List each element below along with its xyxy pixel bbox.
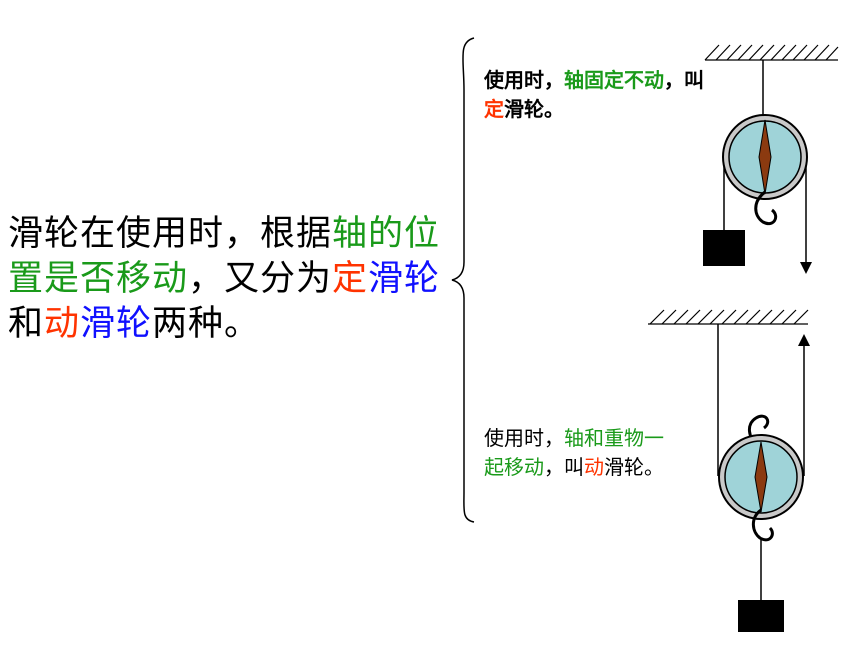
main-text-end: 两种。 [152, 304, 261, 344]
fixed-ceiling [704, 44, 839, 61]
movable-weight [738, 600, 784, 632]
movable-note-c: ，叫 [544, 455, 584, 479]
fixed-note-axis: 轴固定不动 [564, 68, 664, 92]
fixed-pulley-note: 使用时，轴固定不动，叫定滑轮。 [484, 66, 704, 124]
fixed-note-c: ，叫 [664, 68, 704, 92]
movable-note-movable: 动 [584, 455, 604, 479]
main-text-and: 和 [8, 304, 45, 344]
movable-pulley [717, 324, 810, 632]
movable-note-a: 使用时， [484, 426, 564, 450]
main-text-axis-phrase: 轴的位置是否移动 [8, 214, 441, 299]
movable-note-e: 滑轮。 [604, 455, 664, 479]
main-text-fixed: 定 [332, 259, 369, 299]
curly-brace [451, 37, 475, 523]
movable-ceiling [648, 309, 809, 325]
main-text-part3: ，又分为 [188, 259, 333, 299]
fixed-weight [703, 230, 745, 266]
main-text-part1: 滑轮在使用时，根据 [8, 214, 333, 254]
movable-pulley-note: 使用时，轴和重物一起移动，叫动滑轮。 [484, 424, 679, 482]
fixed-note-fixed: 定 [484, 97, 504, 121]
main-statement: 滑轮在使用时，根据轴的位置是否移动，又分为定滑轮和动滑轮两种。 [8, 212, 448, 347]
main-text-pulley2: 滑轮 [80, 304, 153, 344]
fixed-note-e: 滑轮。 [504, 97, 564, 121]
main-text-movable: 动 [44, 304, 81, 344]
main-text-pulley1: 滑轮 [368, 259, 441, 299]
fixed-pulley [703, 60, 812, 274]
fixed-note-a: 使用时， [484, 68, 564, 92]
movable-note-axis: 轴和重物一起移动 [484, 426, 664, 479]
